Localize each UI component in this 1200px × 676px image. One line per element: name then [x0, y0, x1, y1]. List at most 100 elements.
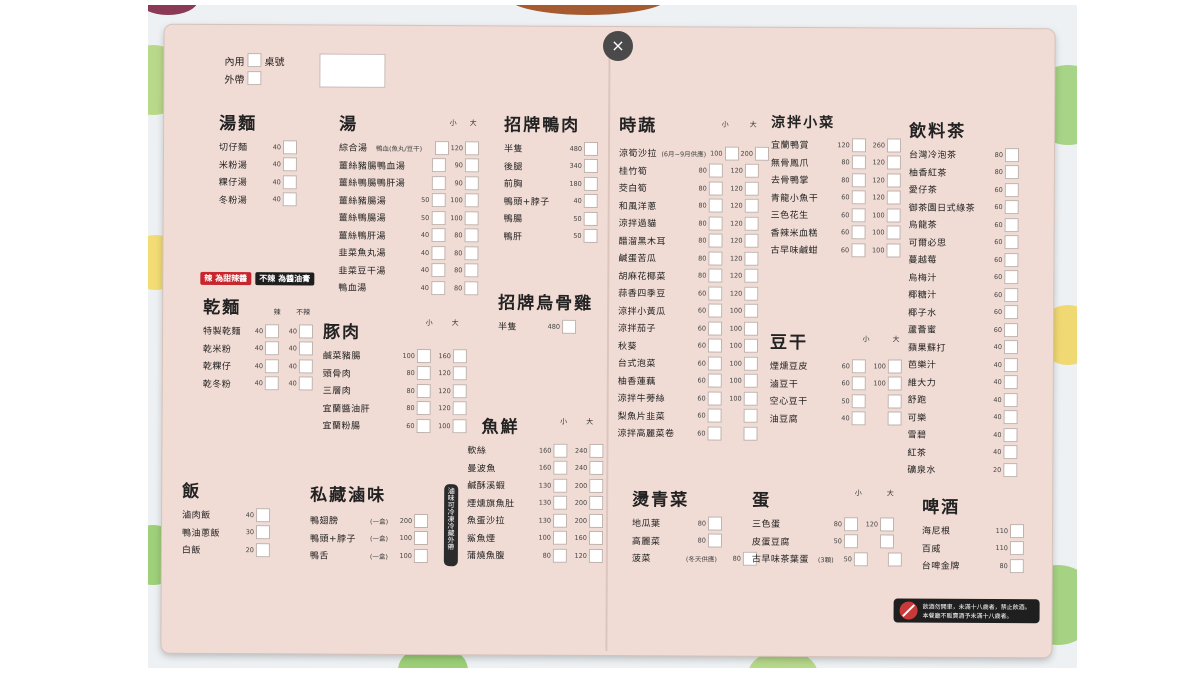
- order-checkbox[interactable]: [1004, 147, 1020, 162]
- order-checkbox-large[interactable]: [588, 548, 603, 563]
- order-checkbox-large[interactable]: [744, 198, 759, 214]
- order-checkbox[interactable]: [707, 533, 722, 548]
- order-checkbox-small[interactable]: [416, 383, 431, 398]
- order-checkbox-small[interactable]: [851, 173, 866, 188]
- order-checkbox[interactable]: [1004, 287, 1019, 302]
- order-checkbox-small[interactable]: [707, 391, 722, 406]
- order-checkbox-small[interactable]: [431, 193, 446, 208]
- order-checkbox-small[interactable]: [434, 140, 449, 155]
- order-checkbox-small[interactable]: [724, 146, 739, 161]
- order-checkbox-large[interactable]: [452, 383, 467, 399]
- order-checkbox-large[interactable]: [744, 321, 759, 336]
- table-number-field[interactable]: [319, 53, 386, 88]
- order-checkbox-large[interactable]: [452, 418, 467, 434]
- order-checkbox-large[interactable]: [744, 251, 759, 266]
- order-checkbox[interactable]: [583, 194, 598, 209]
- order-checkbox-small[interactable]: [708, 286, 723, 301]
- order-checkbox-small[interactable]: [416, 401, 431, 416]
- order-checkbox-large[interactable]: [744, 181, 759, 196]
- order-checkbox-small[interactable]: [708, 233, 723, 248]
- order-checkbox-small[interactable]: [708, 321, 723, 336]
- order-checkbox-small[interactable]: [553, 460, 568, 476]
- order-checkbox[interactable]: [1004, 200, 1019, 215]
- order-checkbox-large[interactable]: [464, 158, 479, 173]
- order-checkbox-large[interactable]: [743, 356, 758, 371]
- order-checkbox-small[interactable]: [707, 338, 723, 353]
- order-checkbox-large[interactable]: [589, 461, 604, 476]
- order-checkbox-large[interactable]: [589, 496, 604, 511]
- order-checkbox-small[interactable]: [851, 243, 866, 258]
- order-checkbox-small[interactable]: [431, 228, 446, 243]
- order-checkbox-small[interactable]: [264, 358, 280, 374]
- order-checkbox[interactable]: [1003, 357, 1018, 372]
- order-checkbox-large[interactable]: [887, 359, 902, 374]
- order-checkbox-large[interactable]: [886, 173, 901, 188]
- order-checkbox-small[interactable]: [416, 418, 431, 433]
- order-checkbox[interactable]: [1003, 340, 1019, 355]
- order-checkbox-small[interactable]: [851, 394, 866, 409]
- order-checkbox-large[interactable]: [744, 286, 759, 301]
- order-checkbox[interactable]: [1003, 375, 1018, 390]
- order-checkbox-large[interactable]: [880, 517, 895, 532]
- order-checkbox[interactable]: [583, 229, 598, 244]
- order-checkbox-large[interactable]: [886, 155, 901, 170]
- order-checkbox-large[interactable]: [879, 534, 894, 549]
- order-checkbox-large[interactable]: [589, 478, 604, 493]
- close-button[interactable]: ×: [603, 31, 633, 61]
- order-checkbox-small[interactable]: [851, 376, 866, 391]
- order-checkbox-small[interactable]: [853, 552, 868, 567]
- order-checkbox[interactable]: [1004, 235, 1019, 250]
- order-checkbox-large[interactable]: [464, 210, 479, 226]
- order-checkbox-large[interactable]: [886, 243, 901, 258]
- order-checkbox-small[interactable]: [851, 359, 866, 374]
- order-checkbox-small[interactable]: [553, 513, 568, 528]
- order-checkbox-small[interactable]: [708, 268, 723, 283]
- order-checkbox-small[interactable]: [708, 303, 723, 318]
- order-checkbox[interactable]: [583, 159, 598, 174]
- order-checkbox-large[interactable]: [743, 373, 758, 389]
- order-checkbox[interactable]: [1004, 182, 1019, 197]
- order-checkbox[interactable]: [282, 175, 297, 190]
- order-checkbox-small[interactable]: [553, 443, 568, 458]
- order-checkbox-large[interactable]: [298, 341, 313, 356]
- order-checkbox-large[interactable]: [886, 208, 901, 223]
- order-checkbox[interactable]: [562, 319, 577, 334]
- order-checkbox[interactable]: [413, 548, 428, 563]
- order-checkbox-small[interactable]: [552, 548, 567, 563]
- order-checkbox-small[interactable]: [844, 516, 859, 532]
- order-checkbox-large[interactable]: [464, 245, 479, 261]
- order-checkbox[interactable]: [708, 516, 723, 531]
- order-checkbox[interactable]: [282, 140, 298, 155]
- order-checkbox-large[interactable]: [452, 366, 467, 381]
- order-checkbox[interactable]: [1003, 462, 1018, 477]
- order-checkbox-small[interactable]: [553, 478, 568, 493]
- order-checkbox-large[interactable]: [886, 190, 901, 205]
- order-checkbox[interactable]: [1009, 541, 1024, 556]
- order-checkbox-small[interactable]: [265, 323, 280, 339]
- order-checkbox-small[interactable]: [553, 495, 568, 511]
- order-checkbox[interactable]: [1003, 410, 1018, 425]
- order-checkbox[interactable]: [255, 542, 270, 557]
- order-checkbox-large[interactable]: [464, 175, 479, 191]
- order-checkbox-small[interactable]: [851, 225, 866, 240]
- order-checkbox-small[interactable]: [851, 155, 866, 170]
- order-checkbox-large[interactable]: [744, 233, 759, 249]
- order-checkbox-large[interactable]: [299, 324, 314, 339]
- order-checkbox-small[interactable]: [265, 341, 280, 356]
- order-checkbox-large[interactable]: [887, 552, 902, 567]
- order-checkbox[interactable]: [1004, 165, 1019, 180]
- order-checkbox-small[interactable]: [708, 198, 723, 213]
- order-checkbox-large[interactable]: [298, 376, 313, 391]
- order-checkbox-small[interactable]: [264, 376, 279, 391]
- order-checkbox-large[interactable]: [589, 513, 604, 528]
- order-checkbox[interactable]: [282, 192, 297, 207]
- order-checkbox-large[interactable]: [743, 408, 758, 424]
- order-checkbox-large[interactable]: [743, 426, 758, 441]
- order-checkbox-small[interactable]: [431, 175, 446, 190]
- order-checkbox-large[interactable]: [743, 391, 758, 406]
- order-checkbox[interactable]: [414, 513, 429, 528]
- order-checkbox-large[interactable]: [452, 401, 467, 416]
- order-checkbox[interactable]: [1003, 445, 1018, 460]
- order-checkbox[interactable]: [414, 531, 429, 546]
- order-checkbox-large[interactable]: [887, 376, 902, 391]
